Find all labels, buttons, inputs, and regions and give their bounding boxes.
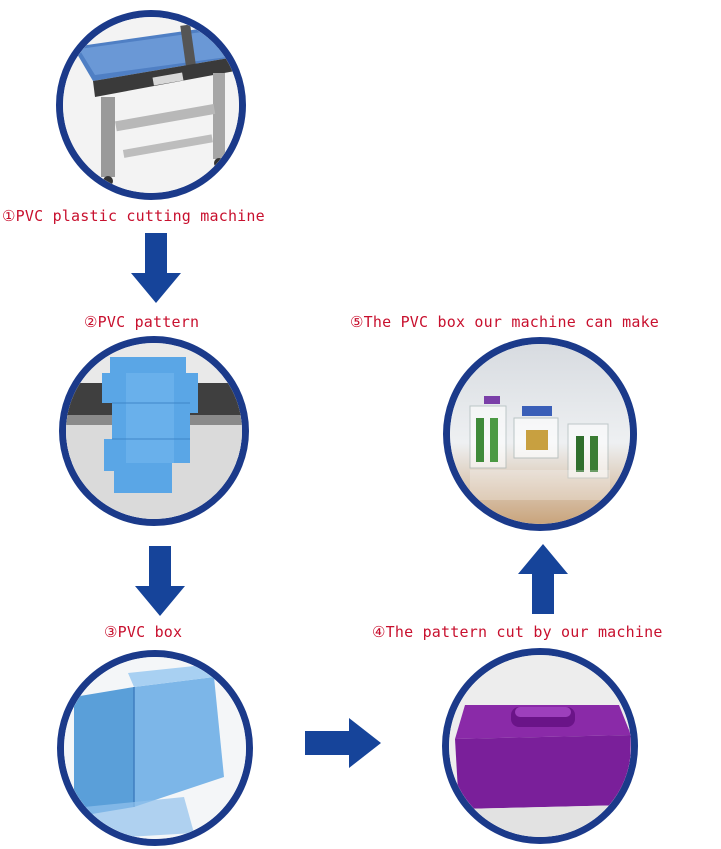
pvc-pattern-photo [66,343,242,519]
step-4-label: ④The pattern cut by our machine [372,623,663,641]
arrow-down-icon [135,546,185,616]
arrow-1 [131,233,181,303]
purple-box-photo [449,655,631,837]
step-3-label: ③PVC box [104,623,183,641]
pvc-box-photo [64,657,246,839]
step-1-image [56,10,246,200]
arrow-4 [518,544,568,614]
step-5-image [443,337,637,531]
step-2-image [59,336,249,526]
arrow-2 [135,546,185,616]
arrow-3 [305,718,381,768]
pvc-boxes-photo [450,344,630,524]
step-1-label: ①PVC plastic cutting machine [2,207,265,225]
arrow-down-icon [131,233,181,303]
step-2-label: ②PVC pattern [84,313,200,331]
step-4-image [442,648,638,844]
cutting-machine-photo [63,17,239,193]
arrow-right-icon [305,718,381,768]
arrow-up-icon [518,544,568,614]
step-3-image [57,650,253,846]
step-5-label: ⑤The PVC box our machine can make [350,313,660,331]
